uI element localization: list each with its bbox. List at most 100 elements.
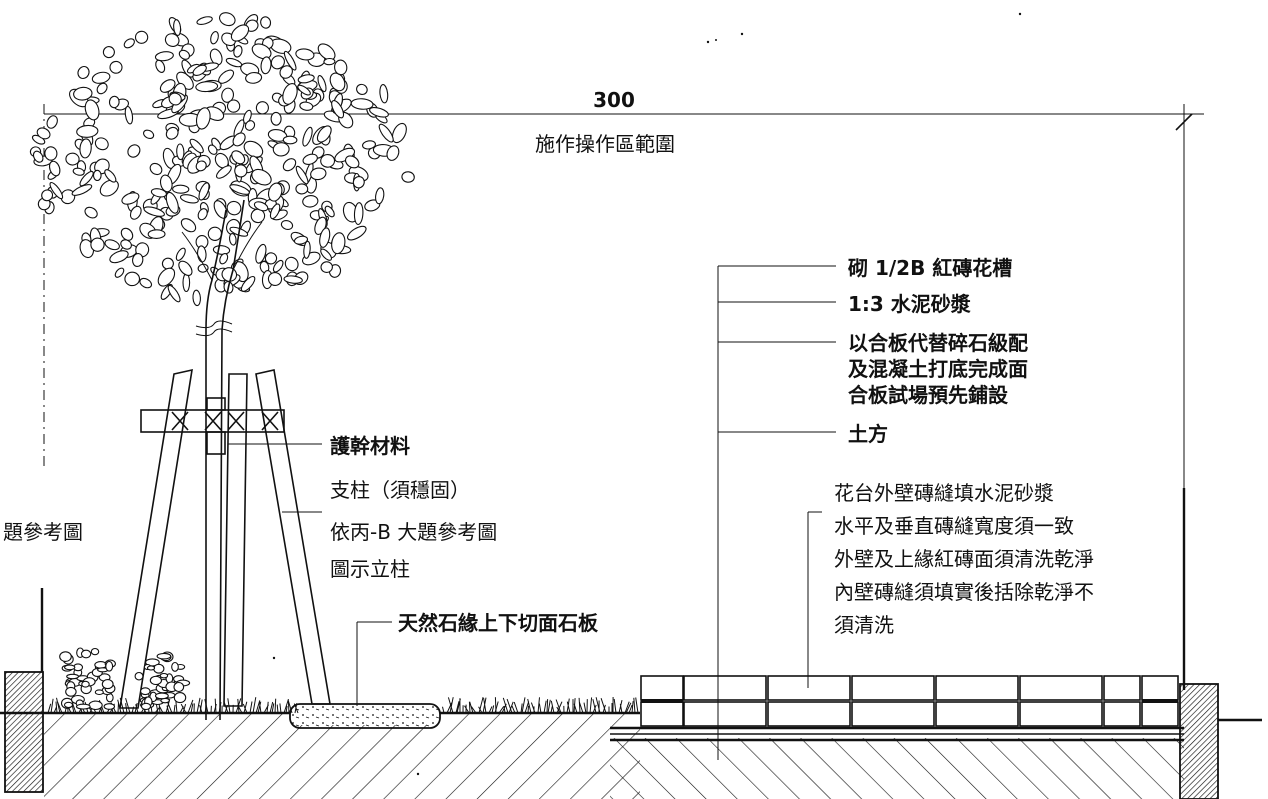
canopy-leaf	[44, 146, 58, 161]
wall-note-4: 內壁磚縫須填實後括除乾淨不	[834, 580, 1094, 604]
shrub-leaf	[80, 649, 92, 659]
canopy-leaf	[251, 168, 272, 186]
canopy-leaf	[150, 188, 167, 198]
callout-left-ref: 題參考圖	[3, 520, 83, 544]
shrub-leaf	[171, 661, 179, 672]
grass-tuft	[456, 698, 470, 714]
canopy-leaf	[48, 160, 61, 177]
canopy-leaf	[207, 144, 218, 155]
grass-tuft	[131, 698, 150, 714]
canopy-leaf	[350, 98, 374, 110]
canopy-leaf	[260, 56, 272, 75]
trunk-protect-pad-bottom	[206, 431, 226, 455]
grass-tuft	[586, 697, 600, 714]
canopy-leaf	[295, 183, 309, 195]
callout-trunk-protect: 護幹材料	[330, 434, 410, 458]
callout-base-line3: 合板試場預先鋪設	[848, 383, 1009, 407]
shrub-leaf	[154, 692, 169, 700]
canopy-leaf	[114, 267, 125, 278]
canopy-leaf	[189, 138, 204, 154]
canopy-leaf	[168, 92, 182, 106]
trunk-break-mark-upper	[195, 320, 233, 329]
shrub-leaf	[156, 652, 172, 660]
canopy-leaf	[283, 50, 297, 71]
shrub-leaf	[146, 665, 156, 671]
support-stake-right	[255, 369, 331, 705]
canopy-leaf	[164, 33, 180, 47]
planter-leaders	[717, 265, 836, 760]
canopy-leaf	[352, 175, 365, 189]
canopy-leaf	[320, 261, 333, 273]
canopy-leaf	[334, 59, 348, 76]
grass-tuft	[173, 700, 187, 714]
canopy-leaf	[196, 16, 213, 25]
canopy-leaf	[251, 43, 272, 60]
canopy-leaf	[401, 171, 415, 183]
grass-tuft	[187, 697, 203, 714]
shrub-leaf	[173, 681, 185, 693]
canopy-leaf	[317, 75, 327, 93]
canopy-leaf	[320, 154, 336, 168]
right-post	[1179, 683, 1219, 799]
wall-notes-leader	[807, 511, 822, 688]
callout-post: 圖示立柱	[330, 557, 410, 581]
canopy-leaf	[176, 143, 185, 161]
canopy-leaf	[270, 111, 282, 126]
brick	[640, 701, 684, 727]
shrub-leaf	[65, 686, 77, 697]
stone-leader	[356, 621, 392, 706]
shrub-leaf	[149, 675, 163, 686]
shrub-leaf	[134, 671, 144, 681]
canopy-leaf	[124, 105, 134, 125]
canopy-leaf	[198, 182, 210, 201]
canopy-leaf	[84, 206, 98, 219]
canopy-leaf	[219, 253, 229, 265]
canopy-leaf	[173, 19, 182, 37]
canopy-leaf	[91, 71, 111, 84]
canopy-leaf	[90, 237, 105, 252]
canopy-leaf	[221, 87, 235, 103]
brick	[1141, 701, 1179, 727]
callout-base-line2: 及混凝土打底完成面	[848, 357, 1028, 381]
canopy-leaf	[267, 272, 283, 286]
canopy-leaf	[192, 64, 207, 76]
brick	[851, 675, 935, 701]
grass-tuft	[468, 696, 484, 714]
canopy-leaf	[165, 191, 179, 214]
brick	[1019, 675, 1103, 701]
support-stake-left	[119, 368, 193, 709]
canopy-leaf	[232, 132, 246, 147]
grass-tuft	[199, 698, 217, 714]
canopy-leaf	[216, 165, 232, 179]
canopy-leaf	[331, 100, 345, 119]
canopy-leaf	[303, 240, 311, 259]
support-stake-center	[223, 373, 248, 707]
wall-note-1: 花台外壁磚縫填水泥砂漿	[834, 481, 1054, 505]
canopy-leaf	[219, 12, 236, 27]
trunk-break-mark-lower	[195, 328, 233, 337]
canopy-leaf	[231, 150, 246, 165]
canopy-leaf	[329, 72, 346, 92]
shrub-leaf	[64, 664, 76, 671]
tree-canopy	[29, 12, 415, 307]
canopy-leaf	[178, 260, 193, 276]
canopy-leaf	[378, 123, 394, 143]
brick	[767, 675, 851, 701]
canopy-leaf	[132, 252, 144, 268]
canopy-leaf	[272, 142, 290, 157]
canopy-leaf	[92, 169, 102, 182]
shrub-leaf	[66, 673, 80, 680]
shrub-leaf	[81, 680, 90, 688]
canopy-leaf	[71, 184, 93, 196]
canopy-leaf	[172, 184, 190, 194]
grass-tuft	[285, 699, 299, 714]
canopy-leaf	[347, 225, 367, 241]
canopy-leaf	[165, 126, 179, 140]
canopy-leaf	[179, 194, 199, 204]
canopy-leaf	[323, 57, 336, 66]
canopy-leaf	[353, 202, 364, 226]
canopy-leaf	[72, 167, 85, 176]
canopy-leaf	[324, 205, 335, 218]
shrub-leaf	[140, 702, 152, 711]
dimension-value: 300	[593, 88, 635, 112]
